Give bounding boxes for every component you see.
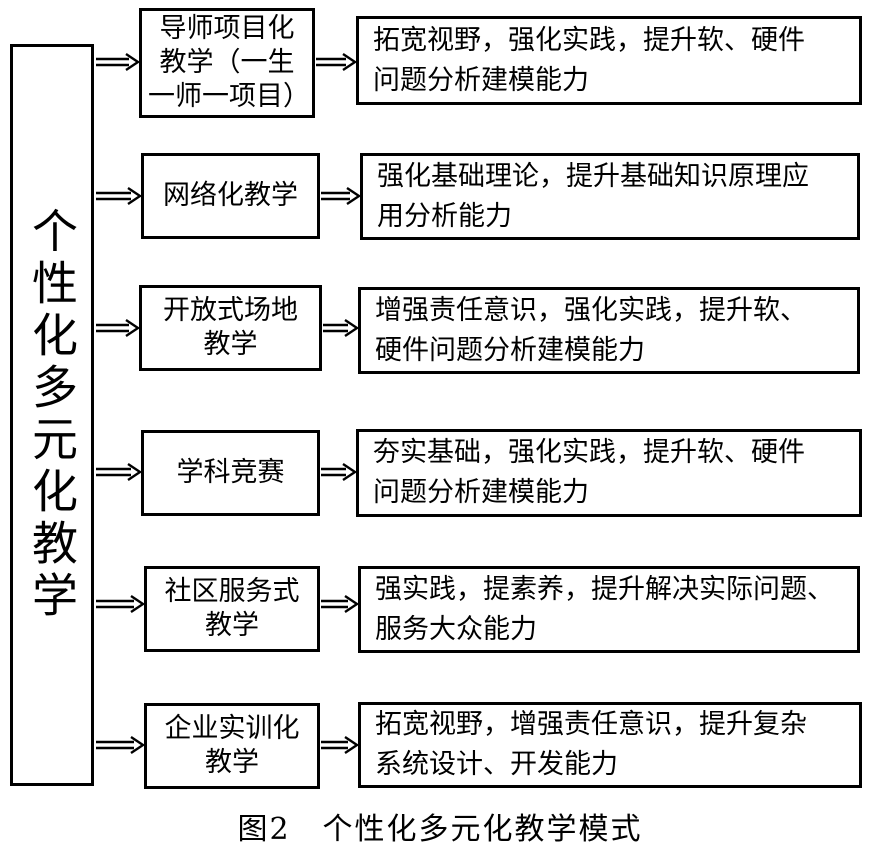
method-to-outcome-arrow-6	[321, 736, 360, 754]
outcome-label: 夯实基础，强化实践，提升软、硬件 问题分析建模能力	[373, 437, 805, 508]
outcome-box-3: 增强责任意识，强化实践，提升软、 硬件问题分析建模能力	[358, 287, 860, 374]
root-box: 个性化多元化教学	[10, 44, 94, 786]
root-label: 个性化多元化教学	[25, 207, 79, 623]
method-label: 社区服务式 教学	[164, 576, 300, 641]
outcome-box-1: 拓宽视野，强化实践，提升软、硬件 问题分析建模能力	[356, 16, 862, 105]
outcome-label: 拓宽视野，增强责任意识，提升复杂 系统设计、开发能力	[375, 709, 807, 780]
root-to-method-arrow-2	[96, 187, 143, 205]
method-to-outcome-arrow-5	[321, 595, 360, 613]
method-label: 网络化教学	[163, 180, 298, 211]
method-to-outcome-arrow-4	[321, 463, 358, 481]
outcome-label: 增强责任意识，强化实践，提升软、 硬件问题分析建模能力	[375, 294, 807, 366]
outcome-label: 强化基础理论，提升基础知识原理应 用分析能力	[377, 160, 809, 232]
outcome-box-5: 强实践，提素养，提升解决实际问题、 服务大众能力	[358, 566, 860, 653]
root-to-method-arrow-3	[96, 319, 141, 337]
figure-caption: 图2 个性化多元化教学模式	[237, 812, 643, 847]
method-box-3: 开放式场地 教学	[139, 285, 322, 371]
method-label: 企业实训化 教学	[164, 713, 300, 778]
method-to-outcome-arrow-2	[321, 187, 362, 205]
outcome-box-2: 强化基础理论，提升基础知识原理应 用分析能力	[360, 153, 860, 240]
root-to-method-arrow-5	[96, 595, 146, 613]
outcome-label: 拓宽视野，强化实践，提升软、硬件 问题分析建模能力	[373, 24, 805, 96]
method-box-1: 导师项目化 教学（一生 一师一项目）	[139, 8, 315, 118]
method-to-outcome-arrow-1	[316, 53, 358, 71]
method-box-2: 网络化教学	[141, 153, 320, 239]
method-label: 开放式场地 教学	[163, 295, 298, 360]
outcome-box-4: 夯实基础，强化实践，提升软、硬件 问题分析建模能力	[356, 429, 862, 517]
method-label: 导师项目化 教学（一生 一师一项目）	[148, 13, 310, 112]
method-box-5: 社区服务式 教学	[144, 566, 320, 652]
method-box-6: 企业实训化 教学	[144, 703, 320, 789]
method-to-outcome-arrow-3	[323, 319, 360, 337]
method-box-4: 学科竞赛	[141, 430, 320, 516]
root-to-method-arrow-6	[96, 736, 146, 754]
root-to-method-arrow-4	[96, 463, 143, 481]
outcome-box-6: 拓宽视野，增强责任意识，提升复杂 系统设计、开发能力	[358, 702, 862, 788]
method-label: 学科竞赛	[176, 457, 285, 488]
root-to-method-arrow-1	[96, 53, 141, 71]
outcome-label: 强实践，提素养，提升解决实际问题、 服务大众能力	[375, 573, 834, 645]
